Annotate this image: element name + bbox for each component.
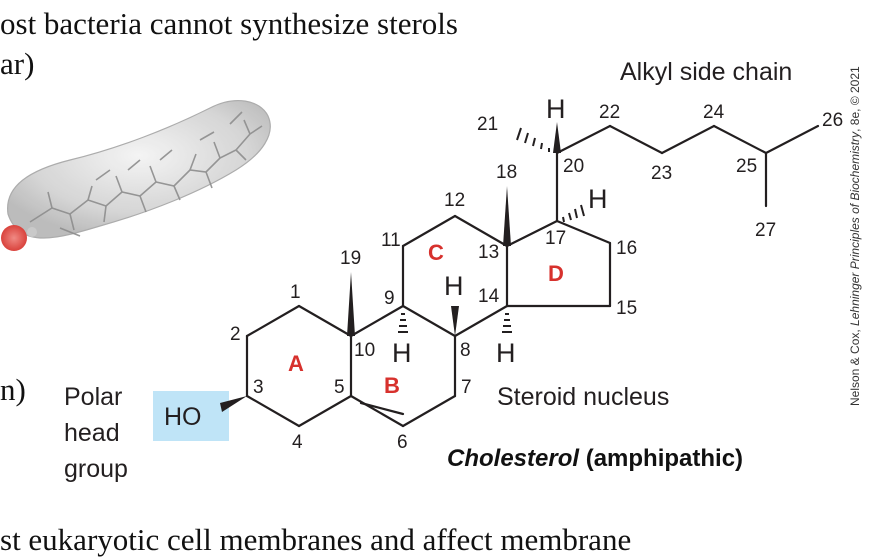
body-text-top-line-2: ar) <box>0 46 35 81</box>
num-c5: 5 <box>334 377 345 398</box>
wedge-c18 <box>503 186 511 246</box>
steroid-nucleus-label: Steroid nucleus <box>497 383 669 411</box>
wedge-ho <box>220 396 247 412</box>
ho-label: HO <box>164 403 202 431</box>
body-text-left-fragment: n) <box>0 372 26 407</box>
ring-label-c: C <box>428 240 444 265</box>
num-c18: 18 <box>496 162 517 183</box>
num-c21: 21 <box>477 114 498 135</box>
wedge-h8 <box>451 306 459 336</box>
carbon-numbers: 1 2 3 4 5 6 7 8 9 10 11 12 13 14 15 16 1… <box>230 102 843 453</box>
num-c6: 6 <box>397 432 408 453</box>
num-c1: 1 <box>290 282 301 303</box>
num-c7: 7 <box>461 377 472 398</box>
hashed-bonds <box>398 127 585 333</box>
num-c19: 19 <box>340 248 361 269</box>
polar-head-label-line2: head <box>64 419 120 447</box>
skeleton-bonds <box>245 124 820 428</box>
num-c13: 13 <box>478 242 499 263</box>
num-c20: 20 <box>563 156 584 177</box>
num-c23: 23 <box>651 163 672 184</box>
cholesterol-title: Cholesterol (amphipathic) <box>447 445 743 472</box>
hydrogen-14: H <box>496 338 516 368</box>
ring-label-d: D <box>548 261 564 286</box>
num-c14: 14 <box>478 286 500 307</box>
polar-head-label-line3: group <box>64 455 128 483</box>
num-c3: 3 <box>253 377 264 398</box>
num-c22: 22 <box>599 102 620 123</box>
num-c25: 25 <box>736 156 757 177</box>
hydrogen-8: H <box>444 271 464 301</box>
ring-label-b: B <box>384 373 400 398</box>
num-c8: 8 <box>460 340 471 361</box>
title-rest: (amphipathic) <box>579 445 743 472</box>
wedge-h20 <box>553 122 561 153</box>
num-c17: 17 <box>545 228 566 249</box>
wedge-c19 <box>347 272 355 336</box>
molecule-3d-model <box>1 100 271 251</box>
hydrogen-17: H <box>588 184 608 214</box>
hydrogen-20: H <box>546 94 566 124</box>
num-c26: 26 <box>822 110 843 131</box>
num-c16: 16 <box>616 238 637 259</box>
num-c12: 12 <box>444 190 465 211</box>
num-c4: 4 <box>292 432 303 453</box>
num-c15: 15 <box>616 298 637 319</box>
num-c10: 10 <box>354 340 375 361</box>
num-c11: 11 <box>381 230 401 251</box>
num-c9: 9 <box>384 288 395 309</box>
polar-head-label-line1: Polar <box>64 383 122 411</box>
ring-label-a: A <box>288 351 304 376</box>
title-italic: Cholesterol <box>447 445 580 472</box>
ho-highlight-box <box>153 391 229 441</box>
num-c24: 24 <box>703 102 725 123</box>
body-text-bottom-line: st eukaryotic cell membranes and affect … <box>0 522 632 557</box>
alkyl-side-chain-label: Alkyl side chain <box>620 58 792 86</box>
hydrogen-9: H <box>392 338 412 368</box>
num-c2: 2 <box>230 324 241 345</box>
num-c27: 27 <box>755 220 776 241</box>
wedge-bonds <box>220 122 561 412</box>
body-text-top-line: ost bacteria cannot synthesize sterols <box>0 6 458 41</box>
